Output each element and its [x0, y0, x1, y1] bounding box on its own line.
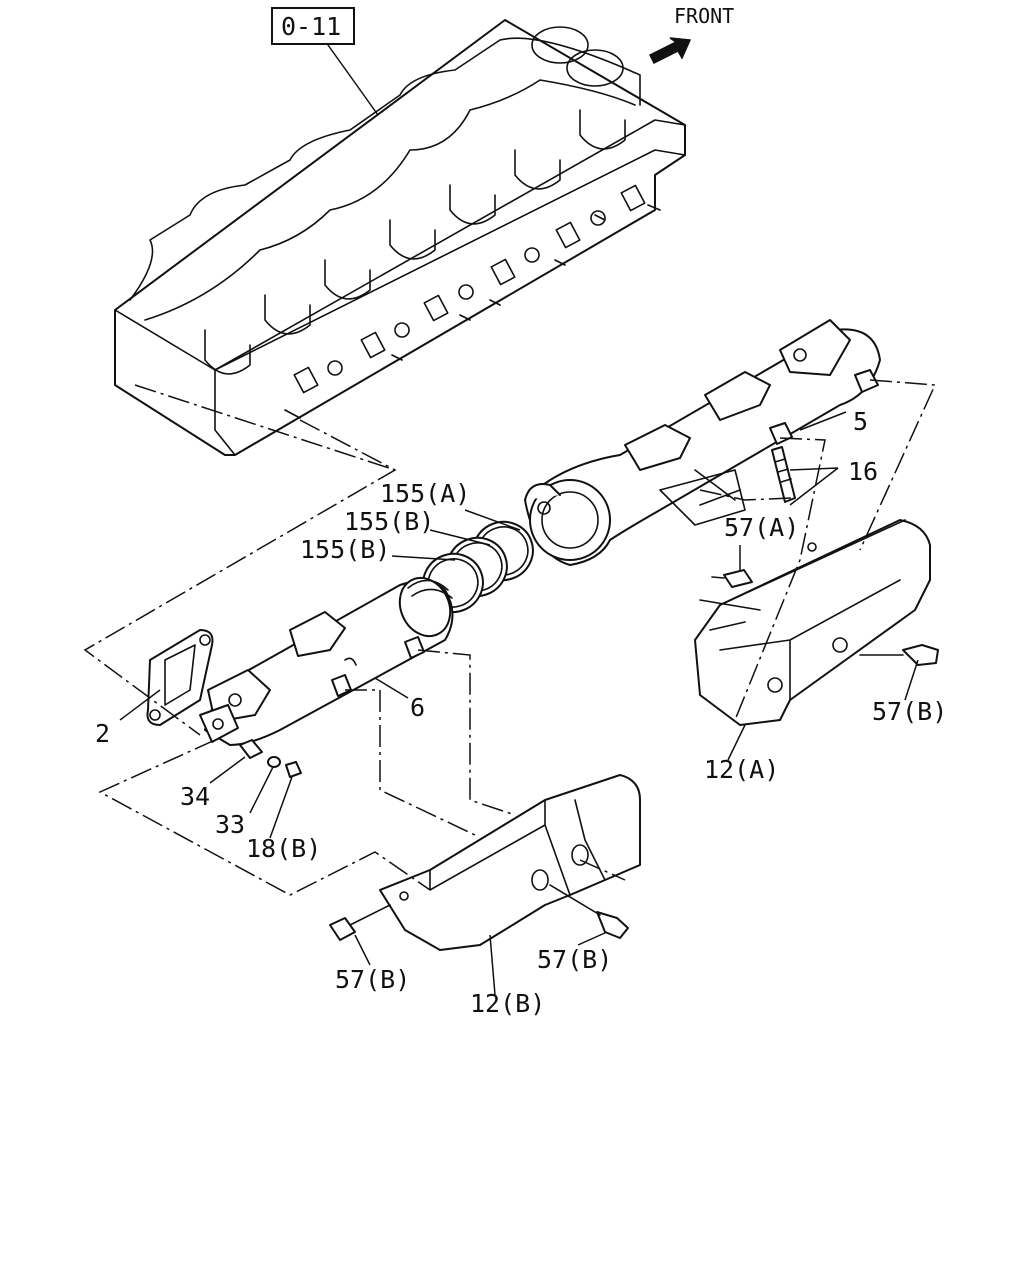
assembly-center-lines: [83, 379, 937, 896]
callout-155b-lower: 155(B): [300, 535, 390, 564]
callout-2: 2: [95, 719, 110, 748]
front-direction-arrow: [648, 37, 692, 65]
bolt-57b-right: [859, 644, 939, 666]
exhaust-manifold-front: [199, 576, 454, 746]
callout-6: 6: [410, 693, 425, 722]
heat-shield-12b: [379, 774, 641, 951]
reference-box: [271, 7, 355, 45]
callout-12b: 12(B): [470, 989, 545, 1018]
callout-16: 16: [848, 457, 878, 486]
reference-label: 0-11: [281, 12, 341, 41]
bolt-57b-left: [329, 904, 391, 941]
callout-33: 33: [215, 810, 245, 839]
stud-16: [771, 446, 796, 503]
front-label: FRONT: [674, 4, 734, 28]
callout-leaders: [119, 37, 919, 996]
callout-155b-upper: 155(B): [344, 507, 434, 536]
callout-57b-left: 57(B): [335, 965, 410, 994]
bolt-57b-center: [549, 884, 629, 939]
cylinder-head: [114, 19, 686, 456]
gasket-2: [146, 629, 214, 726]
callout-18b: 18(B): [246, 834, 321, 863]
callout-12a: 12(A): [704, 755, 779, 784]
exhaust-manifold-rear: [524, 319, 881, 566]
callout-57b-right: 57(B): [872, 697, 947, 726]
callout-57a: 57(A): [724, 513, 799, 542]
fasteners-34-33-18b: [239, 739, 302, 778]
callout-34: 34: [180, 782, 210, 811]
callout-57b-center: 57(B): [537, 945, 612, 974]
callout-5: 5: [853, 407, 868, 436]
bolt-57a: [711, 569, 753, 588]
callout-155a: 155(A): [380, 479, 470, 508]
seal-rings: [422, 520, 534, 614]
heat-shield-12a: [694, 519, 931, 726]
